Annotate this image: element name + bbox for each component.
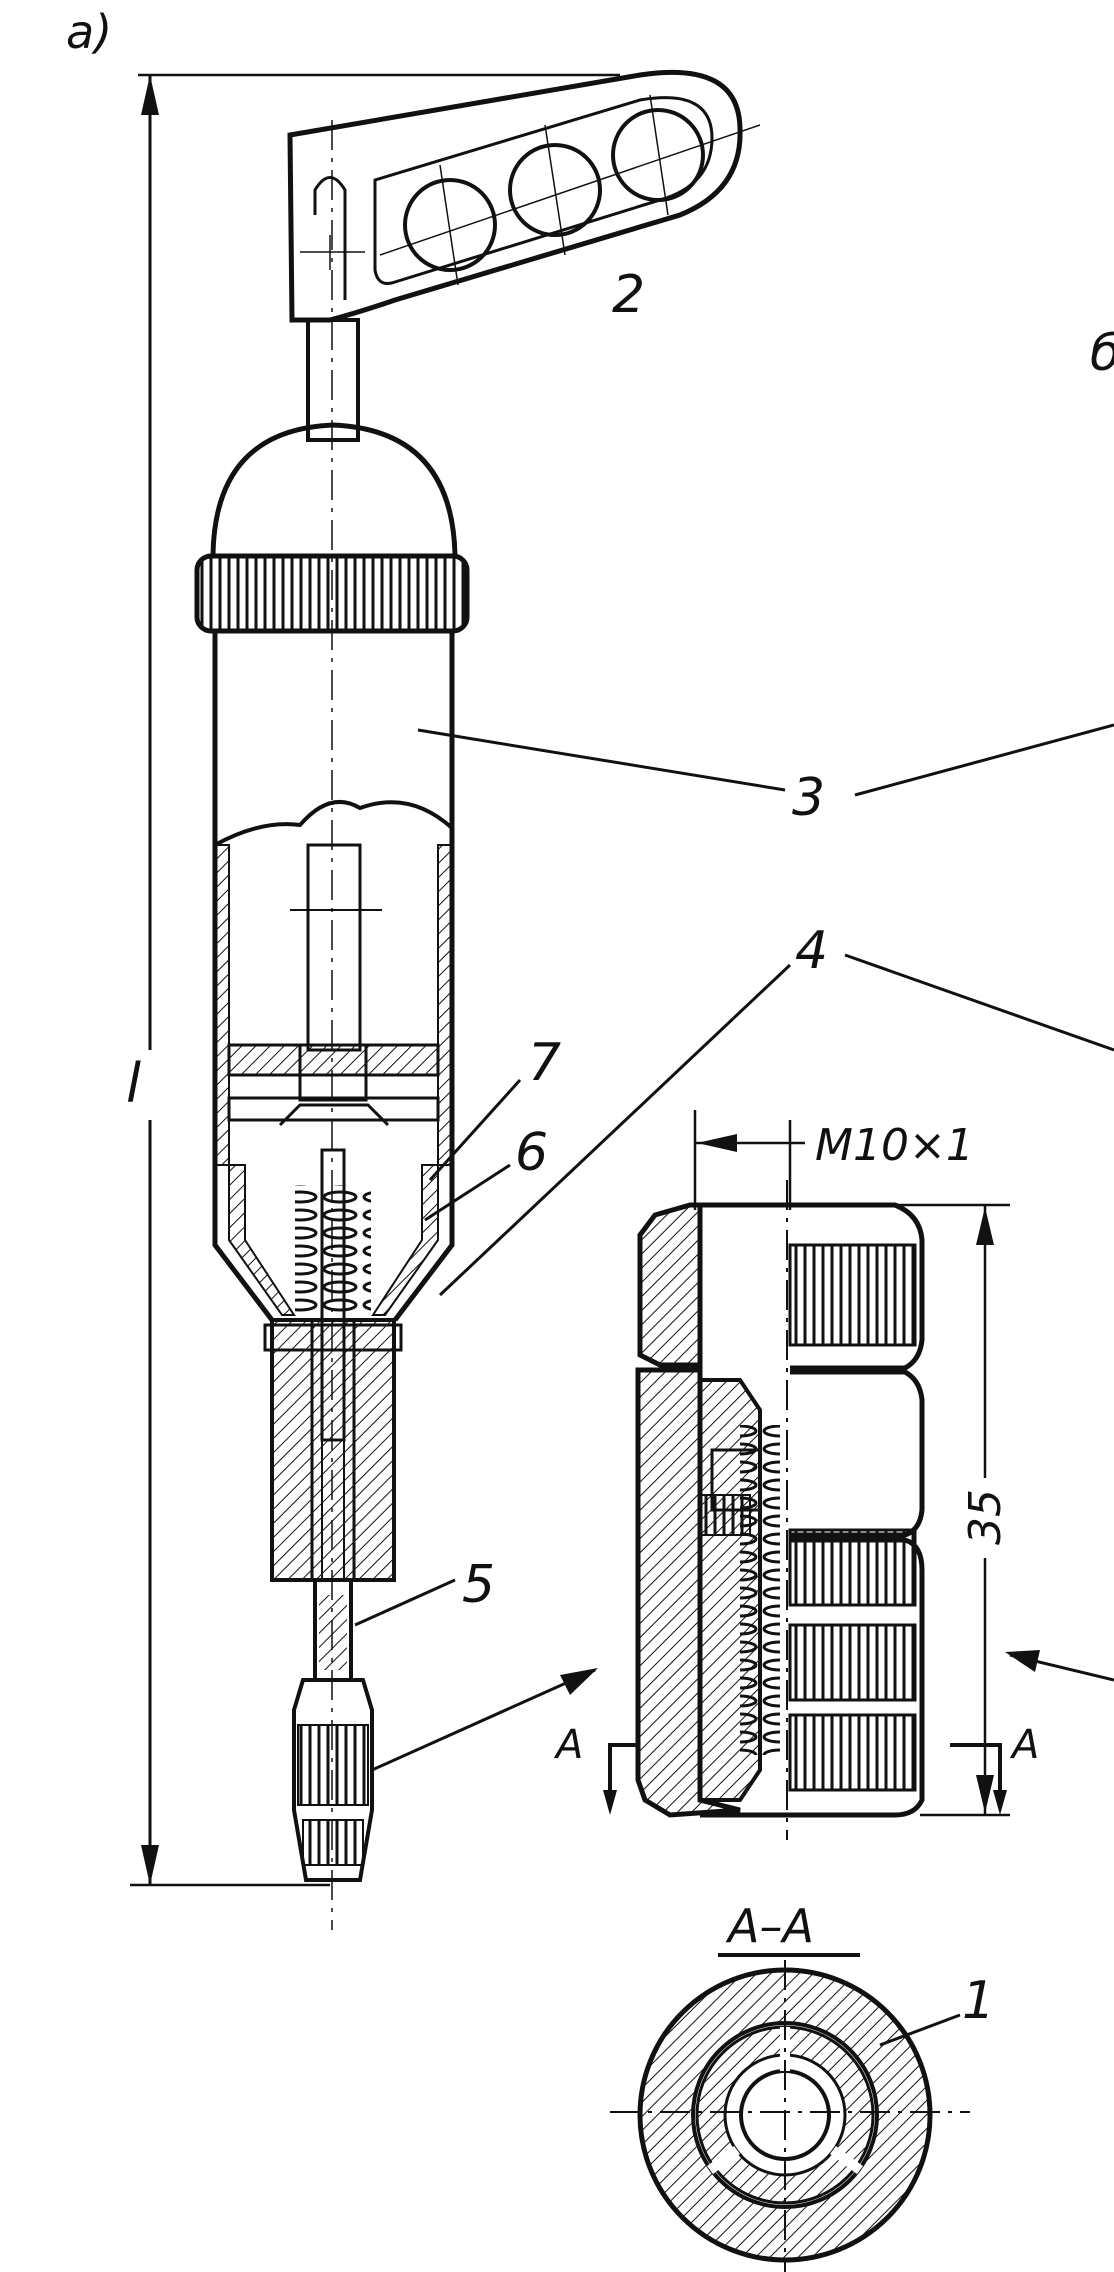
callout-leaders <box>354 723 1114 1772</box>
height-dimension-label: 35 <box>960 1489 1011 1545</box>
section-view: A–A <box>610 1899 970 2272</box>
section-marker-right: A <box>950 1722 1039 1815</box>
section-title: A–A <box>725 1899 814 1953</box>
handle-bracket <box>287 69 761 323</box>
callout-3: 3 <box>792 768 825 828</box>
length-dimension: l <box>120 73 620 1887</box>
section-mark-left-label: A <box>553 1722 583 1768</box>
knurled-ring <box>194 553 470 634</box>
tool-assembly <box>194 69 761 1930</box>
callout-1: 1 <box>962 1971 995 2031</box>
panel-b-label: б <box>1090 324 1114 382</box>
collet-detail: M10×1 35 A <box>553 1110 1039 1840</box>
callout-6: 6 <box>515 1123 548 1183</box>
callout-2: 2 <box>612 265 645 325</box>
section-mark-right-label: A <box>1009 1722 1039 1768</box>
callout-4: 4 <box>795 921 828 981</box>
callout-7: 7 <box>528 1033 561 1093</box>
panel-a-label: a) <box>66 5 112 59</box>
callout-5: 5 <box>462 1555 495 1615</box>
length-dimension-label: l <box>126 1052 141 1115</box>
section-marker-left: A <box>553 1722 640 1815</box>
thread-spec-label: M10×1 <box>815 1120 974 1171</box>
